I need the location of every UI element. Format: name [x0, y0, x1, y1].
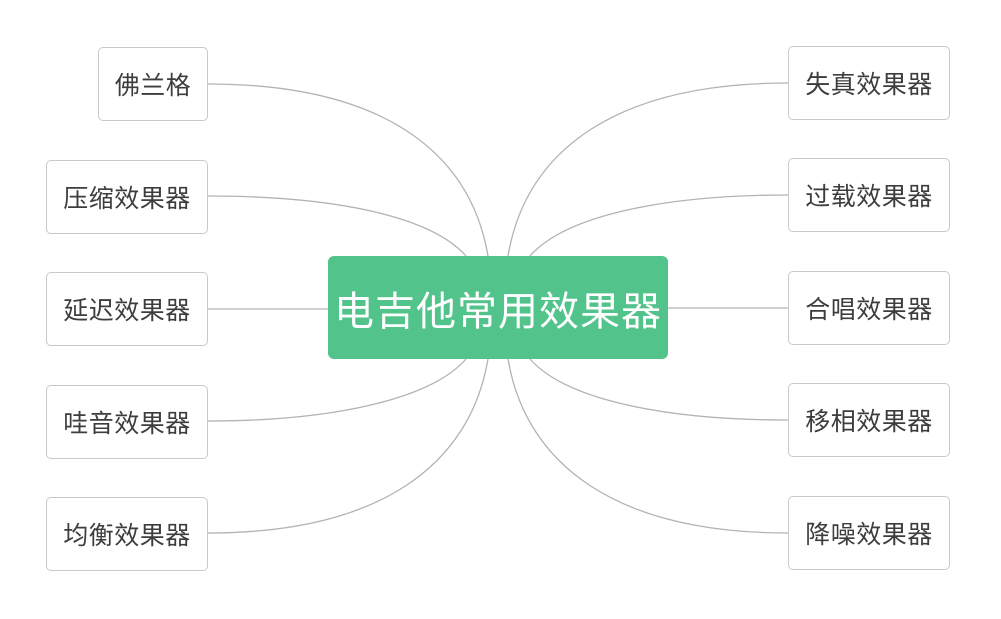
connector-right-1 — [529, 194, 789, 257]
connector-right-4 — [507, 358, 789, 534]
branch-node-distortion[interactable]: 失真效果器 — [788, 46, 950, 120]
connector-right-3 — [529, 358, 789, 421]
branch-node-label: 哇音效果器 — [63, 409, 191, 438]
branch-node-label: 失真效果器 — [805, 70, 933, 99]
connector-left-0 — [207, 83, 489, 257]
connector-left-3 — [207, 358, 467, 422]
branch-node-label: 降噪效果器 — [805, 520, 933, 549]
branch-node-wah[interactable]: 哇音效果器 — [46, 385, 208, 459]
branch-node-equalizer[interactable]: 均衡效果器 — [46, 497, 208, 571]
branch-node-label: 均衡效果器 — [63, 521, 191, 550]
branch-node-delay[interactable]: 延迟效果器 — [46, 272, 208, 346]
connector-left-4 — [207, 358, 489, 534]
branch-node-chorus[interactable]: 合唱效果器 — [788, 271, 950, 345]
branch-node-overdrive[interactable]: 过载效果器 — [788, 158, 950, 232]
branch-node-label: 佛兰格 — [114, 71, 192, 100]
branch-node-label: 过载效果器 — [805, 182, 933, 211]
branch-node-label: 压缩效果器 — [63, 184, 191, 213]
branch-node-compressor[interactable]: 压缩效果器 — [46, 160, 208, 234]
branch-node-label: 延迟效果器 — [63, 296, 191, 325]
branch-node-label: 合唱效果器 — [805, 295, 933, 324]
root-node[interactable]: 电吉他常用效果器 — [328, 256, 668, 359]
branch-node-flanger[interactable]: 佛兰格 — [98, 47, 208, 121]
connector-right-0 — [507, 82, 789, 257]
root-node-label: 电吉他常用效果器 — [334, 288, 662, 335]
connector-left-1 — [207, 195, 467, 257]
branch-node-phaser[interactable]: 移相效果器 — [788, 383, 950, 457]
branch-node-noise-gate[interactable]: 降噪效果器 — [788, 496, 950, 570]
branch-node-label: 移相效果器 — [805, 407, 933, 436]
